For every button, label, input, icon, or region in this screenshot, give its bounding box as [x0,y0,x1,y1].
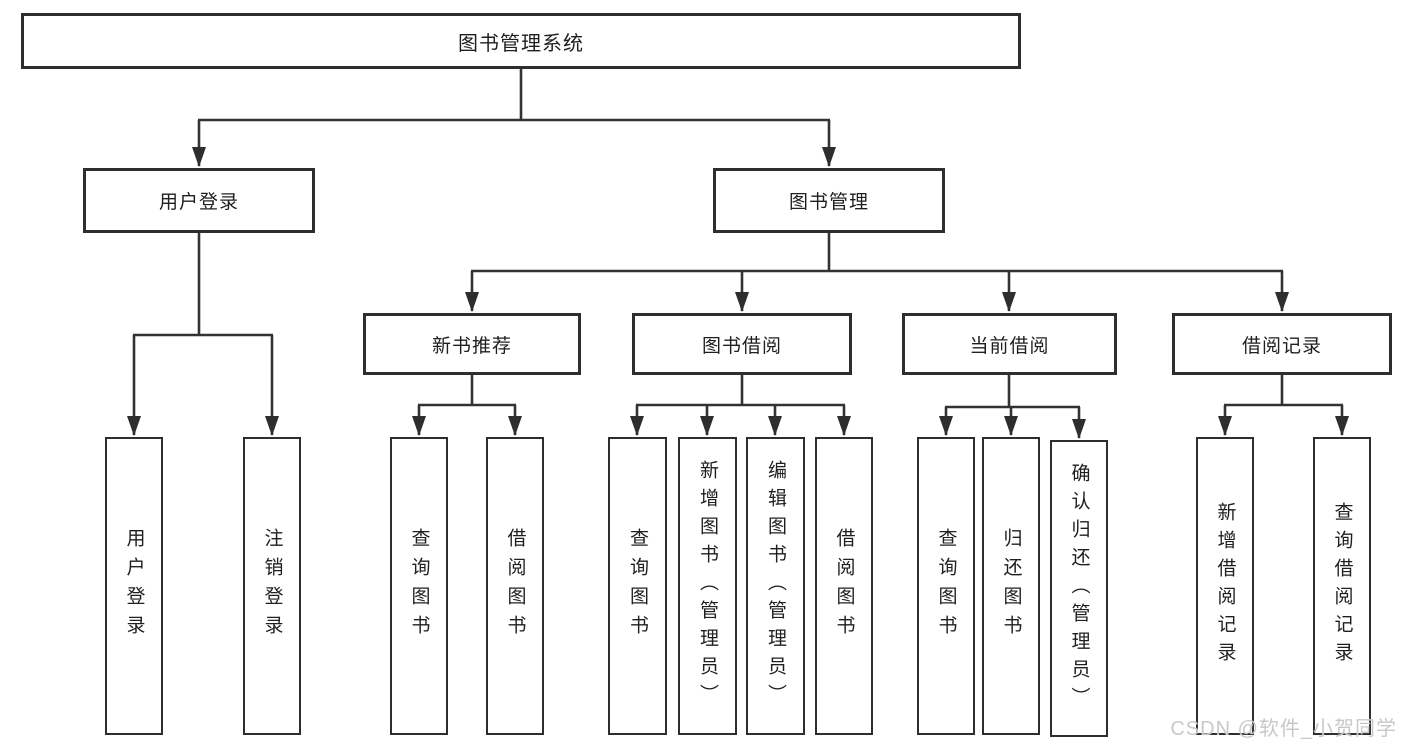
leaf-logout: 注销登录 [243,437,301,735]
node-root: 图书管理系统 [21,13,1021,69]
leaf-user-login-label: 用户登录 [123,528,145,644]
leaf-add-borrow-record-label: 新增借阅记录 [1214,502,1236,670]
leaf-edit-book-admin-label: 编辑图书（管理员） [765,460,786,712]
leaf-edit-book-admin: 编辑图书（管理员） [746,437,805,735]
leaf-borrow-book-2: 借阅图书 [815,437,873,735]
leaf-return-book: 归还图书 [982,437,1040,735]
leaf-query-borrow-record: 查询借阅记录 [1313,437,1371,735]
node-book-borrowing: 图书借阅 [632,313,852,375]
csdn-watermark: CSDN @软件_小贺同学 [1170,718,1397,740]
leaf-logout-label: 注销登录 [261,528,283,644]
node-new-book-recommendation: 新书推荐 [363,313,581,375]
node-current-borrowing: 当前借阅 [902,313,1117,375]
leaf-borrow-book-1: 借阅图书 [486,437,544,735]
leaf-query-book-2: 查询图书 [608,437,667,735]
leaf-borrow-book-2-label: 借阅图书 [833,528,855,644]
leaf-query-book-1-label: 查询图书 [408,528,430,644]
node-user-login: 用户登录 [83,168,315,233]
leaf-add-book-admin-label: 新增图书（管理员） [697,460,718,712]
node-book-management: 图书管理 [713,168,945,233]
leaf-confirm-return-admin-label: 确认归还（管理员） [1068,462,1090,715]
leaf-query-book-3-label: 查询图书 [935,528,957,644]
leaf-borrow-book-1-label: 借阅图书 [504,528,526,644]
leaf-user-login: 用户登录 [105,437,163,735]
leaf-return-book-label: 归还图书 [1000,528,1022,644]
leaf-add-book-admin: 新增图书（管理员） [678,437,737,735]
leaf-confirm-return-admin: 确认归还（管理员） [1050,440,1108,737]
leaf-query-book-3: 查询图书 [917,437,975,735]
leaf-add-borrow-record: 新增借阅记录 [1196,437,1254,735]
leaf-query-book-2-label: 查询图书 [627,528,648,644]
node-borrowing-records: 借阅记录 [1172,313,1392,375]
leaf-query-book-1: 查询图书 [390,437,448,735]
leaf-query-borrow-record-label: 查询借阅记录 [1331,502,1353,670]
